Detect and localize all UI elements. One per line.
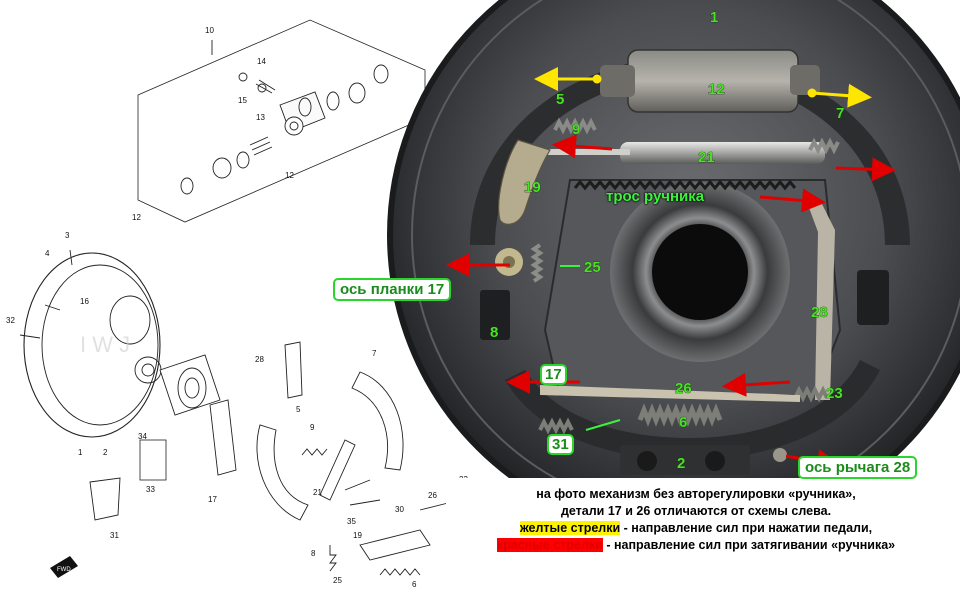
part-number-9: 9 <box>310 423 315 432</box>
part-number-35: 35 <box>347 517 356 526</box>
part-number-6: 6 <box>412 580 417 589</box>
bar-axis-label: ось планки 17 <box>333 278 452 301</box>
yellow-arrows <box>534 67 872 108</box>
photo-number-2: 2 <box>677 455 685 472</box>
photo-number-9: 9 <box>572 121 580 138</box>
svg-text:FWD: FWD <box>57 567 71 573</box>
part-number-15: 15 <box>238 96 247 105</box>
part-number-14: 14 <box>257 57 266 66</box>
photo-number-21: 21 <box>698 149 715 166</box>
photo-number-6: 6 <box>679 414 687 431</box>
photo-number-19: 19 <box>524 179 541 196</box>
part-number-33: 33 <box>146 485 155 494</box>
part-number-30: 30 <box>395 505 404 514</box>
photo-number-7: 7 <box>836 105 844 122</box>
caption-line-3: желтые стрелки - направление сил при наж… <box>446 520 946 537</box>
photo-number-28: 28 <box>811 304 828 321</box>
red-arrows-term: красные стрелки <box>496 538 603 552</box>
part-number-26: 26 <box>428 491 437 500</box>
red-arrows-text: - направление сил при затягивании «ручни… <box>602 538 896 552</box>
part-number-28: 28 <box>255 355 264 364</box>
part-number-8: 8 <box>311 549 316 558</box>
part-number-7: 7 <box>372 349 377 358</box>
part-number-12: 12 <box>285 171 294 180</box>
part-number-32: 32 <box>6 316 15 325</box>
caption-line-4: красные стрелки - направление сил при за… <box>446 537 946 554</box>
part-number-34: 34 <box>138 432 147 441</box>
watermark: I W J <box>80 332 130 357</box>
part-number-13: 13 <box>256 113 265 122</box>
photo-number-5: 5 <box>556 91 564 108</box>
red-arrows <box>446 134 896 473</box>
part-number-25: 25 <box>333 576 342 585</box>
photo-label-31: 31 <box>547 434 574 455</box>
part-number-3: 3 <box>65 231 70 240</box>
part-number-5: 5 <box>296 405 301 414</box>
photo-number-8: 8 <box>490 324 498 341</box>
part-number-16: 16 <box>80 297 89 306</box>
part-number-12b: 12 <box>132 213 141 222</box>
photo-number-26: 26 <box>675 380 692 397</box>
part-number-19: 19 <box>353 531 362 540</box>
photo-label-17: 17 <box>540 364 567 385</box>
photo-number-25: 25 <box>584 259 601 276</box>
parts-schematic <box>19 19 475 576</box>
part-number-21: 21 <box>313 488 322 497</box>
yellow-arrows-text: - направление сил при нажатии педали, <box>620 521 873 535</box>
part-number-31: 31 <box>110 531 119 540</box>
part-number-labels: 10 14 15 13 12 12 3 4 16 32 34 33 1 2 28… <box>6 26 468 589</box>
part-number-17: 17 <box>208 495 217 504</box>
part-number-4: 4 <box>45 249 50 258</box>
photo-number-12: 12 <box>708 81 725 98</box>
fwd-tag: FWD <box>50 556 78 578</box>
part-number-2: 2 <box>103 448 108 457</box>
leader-31 <box>585 419 621 431</box>
part-number-10: 10 <box>205 26 214 35</box>
photo-number-1: 1 <box>710 9 718 26</box>
part-number-1: 1 <box>78 448 83 457</box>
caption-line-2: детали 17 и 26 отличаются от схемы слева… <box>560 504 832 518</box>
photo-number-23: 23 <box>826 385 843 402</box>
cable-label: трос ручника <box>606 188 705 205</box>
caption: на фото механизм без авторегулировки «ру… <box>446 486 946 554</box>
yellow-arrows-term: желтые стрелки <box>519 521 621 535</box>
lever-axis-label: ось рычага 28 <box>798 456 918 479</box>
brake-photo <box>387 0 960 596</box>
photo-number-labels: 1 12 5 7 9 21 19 25 8 28 26 23 6 2 <box>490 9 845 473</box>
caption-line-1: на фото механизм без авторегулировки «ру… <box>536 487 856 501</box>
